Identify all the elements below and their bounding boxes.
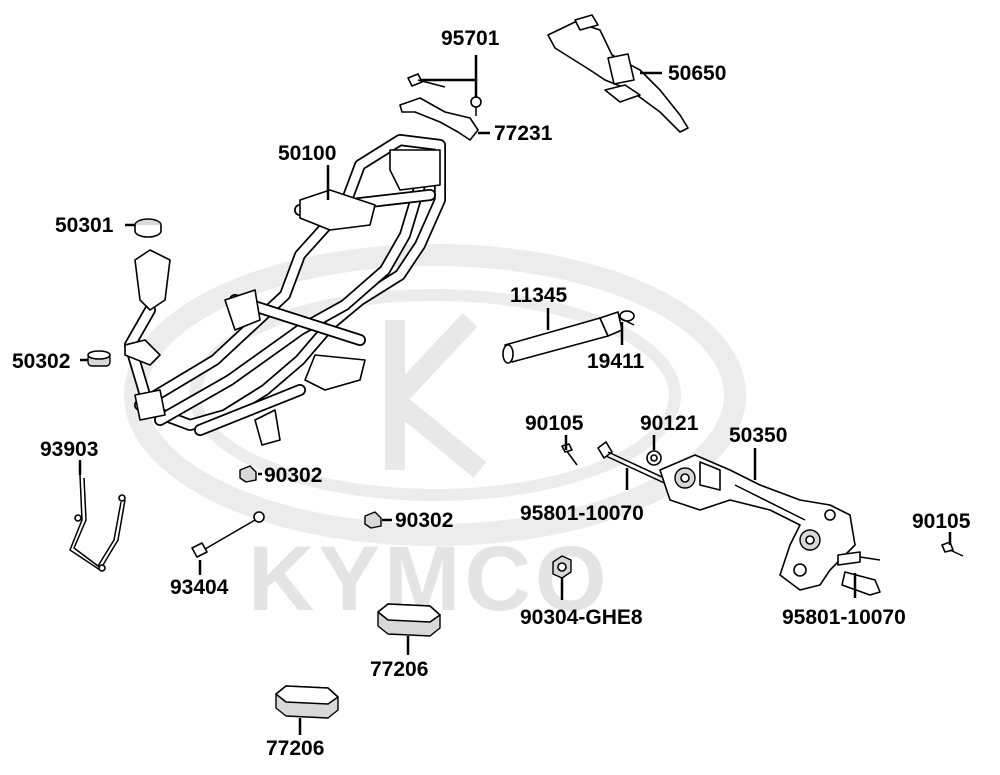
nut-90302-upper-part (239, 465, 257, 483)
nut-90304-part (552, 555, 572, 579)
bolt-93404-part (191, 511, 265, 558)
label-77206-upper: 77206 (370, 658, 428, 681)
rubber-77206-lower-part (275, 685, 339, 719)
engine-hanger-50350-part (659, 454, 856, 591)
bolt-90105-right-part (941, 541, 964, 557)
label-19411: 19411 (587, 350, 645, 373)
label-11345: 11345 (510, 284, 568, 307)
bracket-50650-part (547, 14, 689, 133)
label-50350: 50350 (729, 424, 787, 447)
label-90302-upper: 90302 (264, 464, 322, 487)
label-93903: 93903 (40, 438, 98, 461)
label-50100: 50100 (278, 142, 336, 165)
watermark-letter-k (385, 313, 487, 478)
label-90105-left: 90105 (525, 412, 584, 435)
rubber-77206-upper-part (377, 603, 441, 637)
clip-19411-part (619, 310, 635, 326)
label-93404: 93404 (170, 576, 229, 599)
label-90304-GHE8: 90304-GHE8 (520, 606, 643, 629)
label-50650: 50650 (668, 62, 726, 85)
washer-90121-part (646, 450, 662, 466)
label-90121: 90121 (640, 412, 699, 435)
grommet-50301-part (134, 218, 162, 238)
part-labels: 95701 50650 77231 50100 50301 11345 5030… (12, 27, 971, 760)
rubber-50302-part (87, 350, 111, 367)
shaft-11345-part (502, 311, 623, 364)
band-93903-part (69, 474, 126, 572)
label-95801-10070-left: 95801-10070 (520, 502, 644, 525)
bracket-77231-part (399, 96, 482, 141)
label-50301: 50301 (55, 214, 114, 237)
label-90105-right: 90105 (912, 510, 971, 533)
brand-watermark: KYMCO (124, 244, 746, 630)
leader-lines (78, 55, 952, 735)
nut-90302-lower-part (364, 511, 382, 529)
label-77231: 77231 (494, 122, 553, 145)
label-95701: 95701 (441, 27, 500, 50)
label-95801-10070-right: 95801-10070 (782, 606, 906, 629)
bolt-90105-left-part (561, 443, 578, 466)
main-frame-part (124, 134, 446, 446)
bolt-95801-right-part (837, 551, 881, 596)
label-90302-lower: 90302 (395, 509, 453, 532)
label-50302: 50302 (12, 350, 70, 373)
label-77206-lower: 77206 (266, 737, 324, 760)
